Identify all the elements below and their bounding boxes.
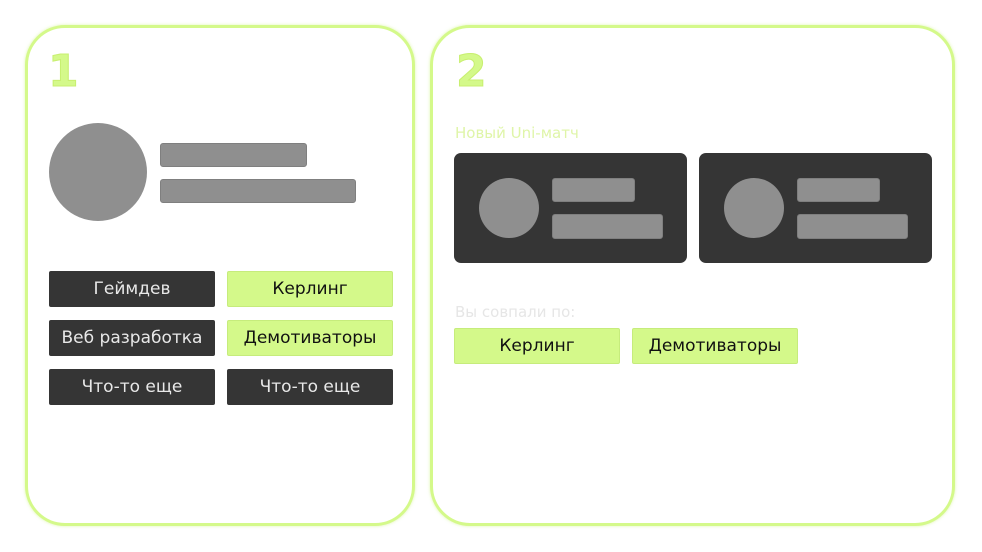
step-1-panel: 1 Геймдев Керлинг Веб разработка Демотив… — [25, 25, 415, 526]
profile-info-placeholder — [160, 179, 356, 203]
new-match-title: Новый Uni-матч — [455, 124, 579, 142]
interest-tag-web-dev[interactable]: Веб разработка — [49, 320, 215, 356]
match-card-user-2[interactable] — [699, 153, 932, 263]
interest-tag-other-2[interactable]: Что-то еще — [227, 369, 393, 405]
match-avatar-placeholder — [479, 178, 539, 238]
step-2-panel: 2 Новый Uni-матч Вы совпали по: Керлинг … — [430, 25, 955, 526]
step-number: 1 — [48, 46, 80, 97]
match-name-placeholder — [797, 178, 880, 202]
profile-avatar-placeholder — [49, 123, 147, 221]
matched-tag-demotivators: Демотиваторы — [632, 328, 798, 364]
matched-tag-curling: Керлинг — [454, 328, 620, 364]
step-number: 2 — [456, 46, 488, 97]
match-name-placeholder — [552, 178, 635, 202]
interest-tag-gamedev[interactable]: Геймдев — [49, 271, 215, 307]
match-info-placeholder — [552, 214, 663, 239]
matched-by-title: Вы совпали по: — [455, 303, 576, 321]
interest-tag-demotivators-selected[interactable]: Демотиваторы — [227, 320, 393, 356]
interest-tag-other-1[interactable]: Что-то еще — [49, 369, 215, 405]
profile-name-placeholder — [160, 143, 307, 167]
interest-tag-curling-selected[interactable]: Керлинг — [227, 271, 393, 307]
match-info-placeholder — [797, 214, 908, 239]
match-card-user-1[interactable] — [454, 153, 687, 263]
match-avatar-placeholder — [724, 178, 784, 238]
